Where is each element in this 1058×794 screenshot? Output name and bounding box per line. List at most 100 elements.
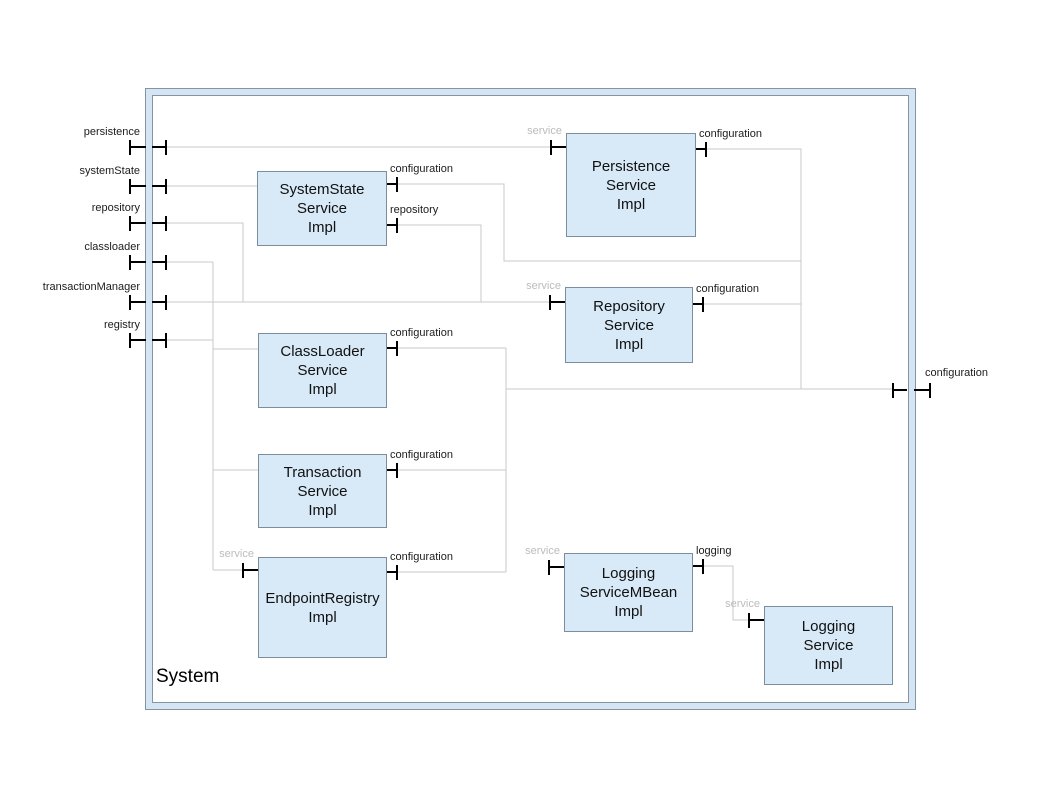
boundary-port-label-classloader: classloader	[84, 241, 140, 253]
component-label-line: ClassLoader	[280, 343, 365, 360]
component-label-line: Logging	[801, 618, 856, 635]
boundary-port-label-transactionManager: transactionManager	[42, 281, 140, 293]
boundary-port-inner-tick-transactionManager	[165, 295, 167, 310]
boundary-port-inner-tick-repository	[165, 216, 167, 231]
port-stub-systemstate-service-impl-repository	[387, 224, 397, 226]
wire-11	[387, 224, 482, 302]
port-tick-repository-service-impl-configuration	[702, 297, 704, 312]
port-stub-logging-servicembean-impl-logging	[693, 565, 703, 567]
boundary-port-label-registry: registry	[103, 319, 140, 331]
port-label-systemstate-service-impl-configuration: configuration	[390, 163, 453, 175]
port-label-persistence-service-impl-configuration: configuration	[699, 128, 762, 140]
port-label-logging-servicembean-impl-service: service	[525, 545, 560, 557]
port-stub-logging-service-impl-service	[749, 619, 764, 621]
boundary-port-inner-stub-configuration	[893, 389, 907, 391]
port-label-repository-service-impl-service: service	[526, 280, 561, 292]
component-label-line: Impl	[308, 501, 337, 519]
component-label-line: Impl	[308, 381, 337, 398]
port-label-transaction-service-impl-configuration: configuration	[390, 449, 453, 461]
component-label-line: Persistence	[591, 157, 671, 175]
wire-10	[387, 183, 801, 262]
boundary-port-label-repository: repository	[91, 202, 140, 214]
boundary-port-outer-stub-registry	[130, 339, 146, 341]
component-label-line: Impl	[814, 656, 843, 673]
component-label-line: Impl	[616, 195, 646, 213]
port-label-logging-service-impl-service: service	[725, 598, 760, 610]
component-label-line: Service	[297, 482, 348, 500]
port-stub-logging-servicembean-impl-service	[549, 566, 564, 568]
boundary-port-label-systemState: systemState	[79, 165, 140, 177]
component-label-line: Logging	[601, 565, 656, 582]
port-stub-systemstate-service-impl-configuration	[387, 183, 397, 185]
boundary-port-inner-stub-classloader	[152, 261, 166, 263]
component-label-line: Service	[803, 637, 854, 654]
port-tick-logging-servicembean-impl-logging	[702, 559, 704, 574]
boundary-port-label-configuration: configuration	[925, 367, 988, 379]
port-label-systemstate-service-impl-repository: repository	[390, 204, 439, 216]
port-stub-persistence-service-impl-configuration	[696, 148, 706, 150]
port-label-logging-servicembean-impl-logging: logging	[696, 545, 732, 557]
wire-2	[166, 222, 244, 302]
port-tick-classloader-service-impl-configuration	[396, 341, 398, 356]
component-label-line: Service	[296, 200, 348, 217]
component-label-line: Repository	[593, 297, 665, 315]
port-label-persistence-service-impl-service: service	[527, 125, 562, 137]
boundary-port-outer-stub-transactionManager	[130, 301, 146, 303]
boundary-port-inner-stub-systemState	[152, 185, 166, 187]
boundary-port-outer-stub-repository	[130, 222, 146, 224]
boundary-port-outer-stub-configuration	[914, 389, 930, 391]
boundary-port-inner-stub-transactionManager	[152, 301, 166, 303]
port-tick-persistence-service-impl-configuration	[705, 142, 707, 157]
port-stub-repository-service-impl-service	[550, 301, 565, 303]
port-stub-transaction-service-impl-configuration	[387, 469, 397, 471]
system-title: System	[156, 666, 220, 687]
port-stub-endpointregistry-impl-configuration	[387, 571, 397, 573]
component-label-line: ServiceMBean	[579, 584, 678, 601]
component-label-line: Impl	[614, 603, 643, 620]
component-label-line: SystemState	[279, 181, 365, 198]
boundary-port-outer-stub-systemState	[130, 185, 146, 187]
boundary-port-inner-tick-registry	[165, 333, 167, 348]
port-tick-systemstate-service-impl-repository	[396, 218, 398, 233]
component-label-line: EndpointRegistry	[265, 589, 380, 607]
component-label-line: Impl	[308, 608, 337, 626]
component-label-line: Service	[297, 362, 348, 379]
component-label-line: Impl	[307, 219, 337, 236]
port-label-classloader-service-impl-configuration: configuration	[390, 327, 453, 339]
port-label-endpointregistry-impl-service: service	[219, 548, 254, 560]
port-stub-endpointregistry-impl-service	[243, 569, 258, 571]
component-label-line: Transaction	[283, 463, 362, 481]
port-label-repository-service-impl-configuration: configuration	[696, 283, 759, 295]
boundary-port-outer-stub-classloader	[130, 261, 146, 263]
component-label-line: Impl	[614, 335, 644, 353]
boundary-port-label-persistence: persistence	[83, 126, 140, 138]
boundary-port-inner-stub-persistence	[152, 146, 166, 148]
port-stub-persistence-service-impl-service	[551, 146, 566, 148]
boundary-port-inner-tick-classloader	[165, 255, 167, 270]
port-tick-endpointregistry-impl-configuration	[396, 565, 398, 580]
boundary-port-outer-stub-persistence	[130, 146, 146, 148]
port-stub-repository-service-impl-configuration	[693, 303, 703, 305]
boundary-port-inner-tick-systemState	[165, 179, 167, 194]
port-label-endpointregistry-impl-configuration: configuration	[390, 551, 453, 563]
boundary-port-inner-stub-registry	[152, 339, 166, 341]
component-label-line: Service	[603, 316, 655, 334]
boundary-port-inner-stub-repository	[152, 222, 166, 224]
wire-19	[703, 565, 749, 621]
boundary-port-inner-tick-persistence	[165, 140, 167, 155]
port-tick-transaction-service-impl-configuration	[396, 463, 398, 478]
port-tick-systemstate-service-impl-configuration	[396, 177, 398, 192]
wire-12	[696, 148, 802, 389]
boundary-port-outer-tick-configuration	[929, 383, 931, 398]
component-label-line: Service	[605, 176, 657, 194]
